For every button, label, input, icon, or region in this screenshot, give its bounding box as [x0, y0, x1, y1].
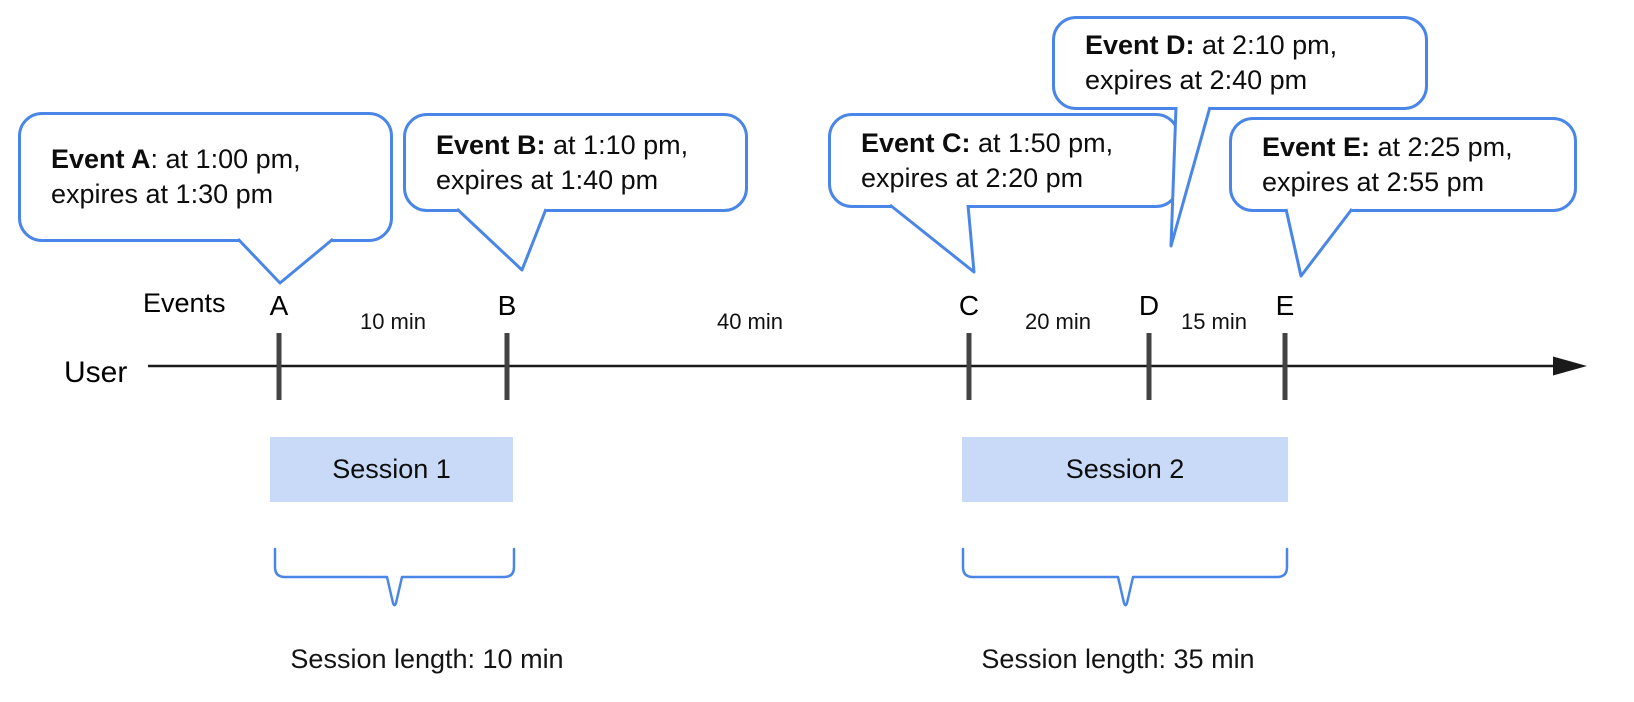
event-a-time: : at 1:00 pm,	[150, 144, 301, 174]
session-1-brace	[273, 547, 516, 607]
event-e-time: at 2:25 pm,	[1370, 131, 1513, 162]
callout-event-c: Event C: at 1:50 pm, expires at 2:20 pm	[828, 113, 1180, 208]
timeline-arrowhead-icon	[1553, 356, 1587, 376]
user-axis-label: User	[64, 356, 128, 389]
event-c-title: Event C:	[861, 127, 971, 158]
callout-b-tail	[455, 207, 548, 272]
callout-event-d: Event D: at 2:10 pm, expires at 2:40 pm	[1052, 16, 1428, 110]
session-1-label: Session 1	[332, 454, 451, 484]
session-1-length-label: Session length: 10 min	[290, 644, 564, 674]
events-axis-label: Events	[143, 288, 226, 318]
callout-c-tail	[889, 203, 976, 274]
callout-event-b-line1: Event B: at 1:10 pm,	[436, 128, 735, 163]
session-1-box: Session 1	[270, 437, 513, 502]
callout-e-tail	[1284, 208, 1354, 278]
tick-label-b: B	[497, 290, 517, 321]
session-2-label: Session 2	[1065, 454, 1185, 484]
callout-event-a-line2: expires at 1:30 pm	[51, 179, 274, 209]
callout-event-a-line1: Event A: at 1:00 pm,	[51, 142, 380, 177]
callout-event-e-line1: Event E: at 2:25 pm,	[1262, 130, 1564, 165]
callout-event-a: Event A: at 1:00 pm, expires at 1:30 pm	[18, 112, 393, 242]
session-2-length-label: Session length: 35 min	[981, 644, 1255, 674]
event-e-title: Event E:	[1262, 131, 1371, 162]
interval-d-e-label: 15 min	[1180, 309, 1248, 334]
event-a-title: Event A	[51, 144, 151, 174]
event-d-title: Event D:	[1085, 30, 1195, 60]
interval-b-c-label: 40 min	[716, 309, 784, 334]
callout-a-tail	[236, 237, 334, 285]
callout-event-b: Event B: at 1:10 pm, expires at 1:40 pm	[403, 113, 748, 212]
event-b-time: at 1:10 pm,	[545, 129, 689, 160]
interval-c-d-label: 20 min	[1024, 309, 1092, 334]
callout-event-c-line2: expires at 2:20 pm	[861, 162, 1084, 193]
tick-label-c: C	[958, 290, 980, 321]
event-b-title: Event B:	[436, 129, 546, 160]
tick-label-a: A	[269, 290, 289, 321]
callout-event-c-line1: Event C: at 1:50 pm,	[861, 126, 1167, 161]
interval-a-b-label: 10 min	[359, 309, 427, 334]
callout-event-e: Event E: at 2:25 pm, expires at 2:55 pm	[1229, 117, 1577, 212]
session-2-box: Session 2	[962, 437, 1288, 502]
callout-event-d-line1: Event D: at 2:10 pm,	[1085, 28, 1415, 63]
tick-label-e: E	[1275, 290, 1295, 321]
callout-event-e-line2: expires at 2:55 pm	[1262, 166, 1485, 197]
event-c-time: at 1:50 pm,	[970, 127, 1114, 158]
callout-event-b-line2: expires at 1:40 pm	[436, 164, 659, 195]
callout-event-d-line2: expires at 2:40 pm	[1085, 65, 1308, 95]
session-2-brace	[961, 547, 1289, 607]
tick-label-d: D	[1138, 290, 1160, 321]
event-d-time: at 2:10 pm,	[1194, 30, 1338, 60]
